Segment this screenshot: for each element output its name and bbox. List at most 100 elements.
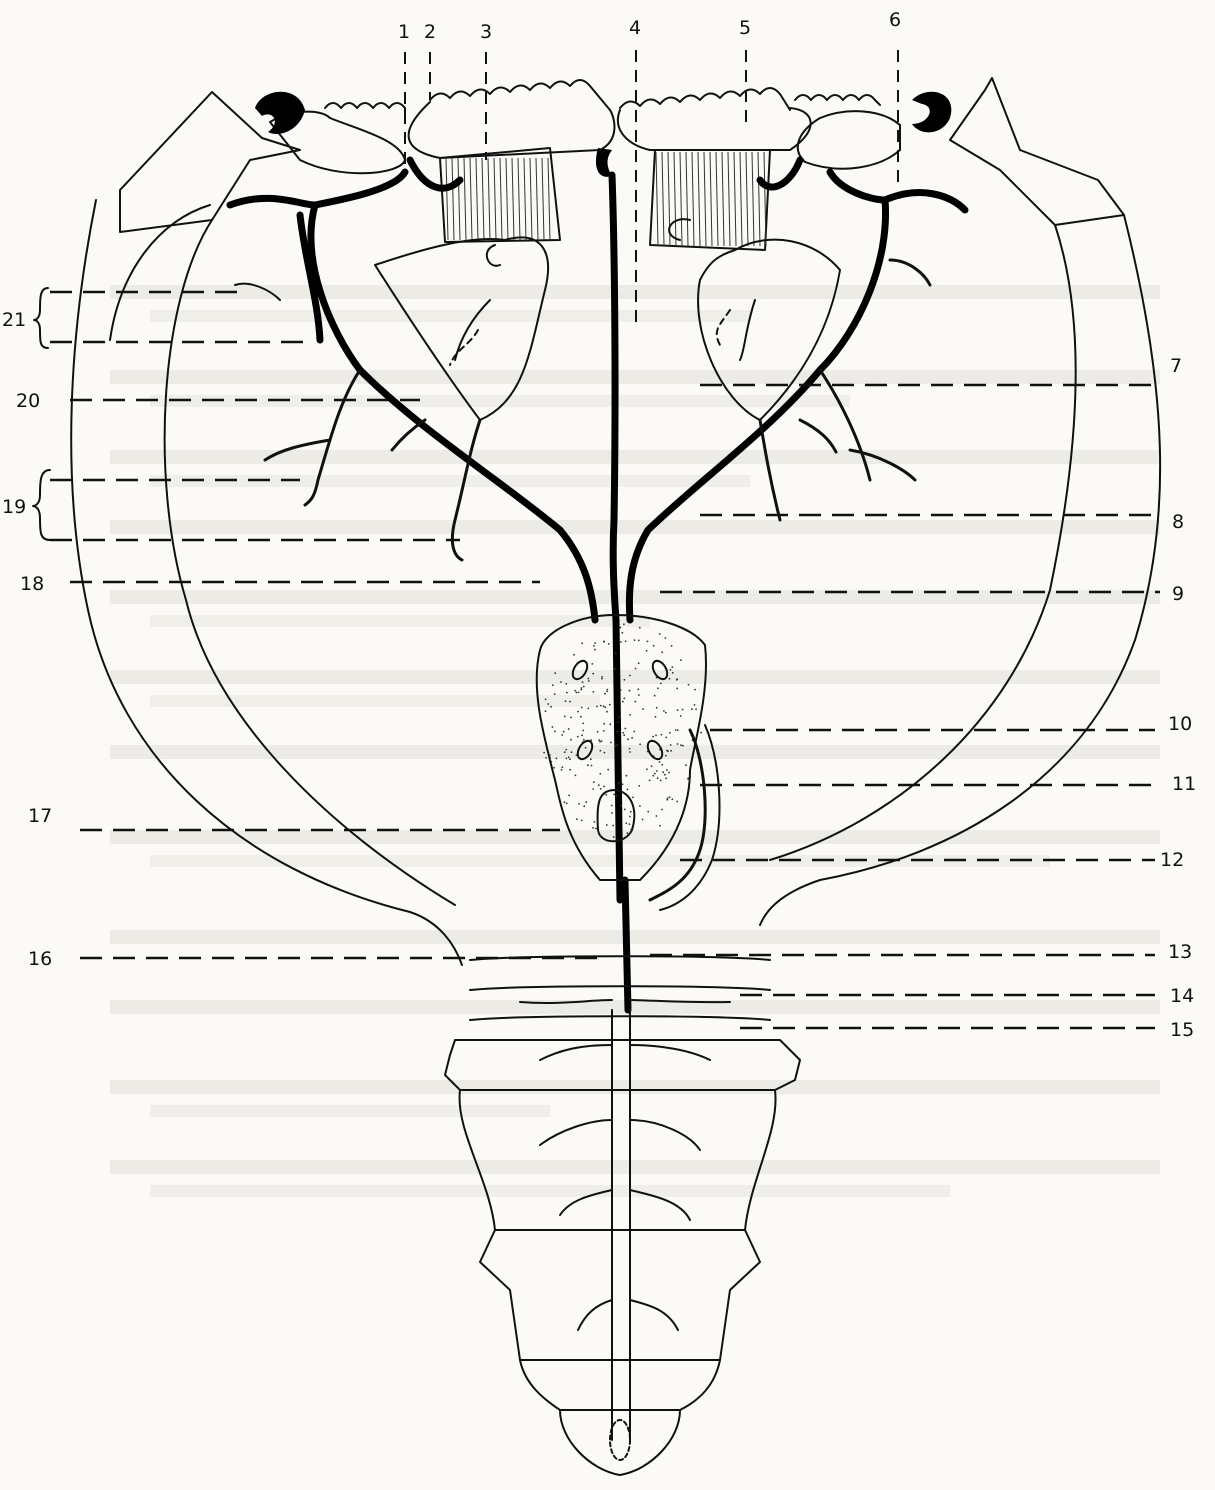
stipple-dot bbox=[599, 773, 601, 775]
hatch-line bbox=[446, 158, 448, 240]
hatch-line bbox=[734, 152, 736, 246]
stipple-dot bbox=[649, 780, 651, 782]
stipple-dot bbox=[659, 761, 661, 763]
hatch-line bbox=[488, 158, 490, 240]
stipple-dot bbox=[677, 709, 679, 711]
stipple-dot bbox=[685, 764, 687, 766]
stipple-dot bbox=[588, 678, 590, 680]
stipple-dot bbox=[620, 805, 622, 807]
stipple-dot bbox=[630, 829, 632, 831]
stipple-dot bbox=[627, 832, 629, 834]
stipple-dot bbox=[633, 731, 635, 733]
stipple-dot bbox=[695, 708, 697, 710]
brackets bbox=[33, 288, 50, 540]
stipple-dot bbox=[600, 705, 602, 707]
stipple-dot bbox=[652, 736, 654, 738]
stipple-dot bbox=[654, 773, 656, 775]
stipple-dot bbox=[689, 780, 691, 782]
stipple-dot bbox=[614, 668, 616, 670]
stipple-dot bbox=[573, 654, 575, 656]
stipple-dot bbox=[624, 809, 626, 811]
stipple-dot bbox=[627, 789, 629, 791]
stipple-dot bbox=[549, 757, 551, 759]
stipple-dot bbox=[587, 708, 589, 710]
stipple-dot bbox=[549, 754, 551, 756]
stipple-dot bbox=[620, 641, 622, 643]
stipple-dot bbox=[616, 795, 618, 797]
stipple-dot bbox=[581, 707, 583, 709]
stipple-dot bbox=[654, 695, 656, 697]
stipple-dot bbox=[578, 803, 580, 805]
stipple-dot bbox=[576, 818, 578, 820]
top-pointer-lines bbox=[405, 50, 898, 322]
stipple-dot bbox=[634, 701, 636, 703]
stipple-dot bbox=[585, 801, 587, 803]
label-9: 9 bbox=[1172, 583, 1184, 605]
stipple-dot bbox=[676, 678, 678, 680]
stipple-dot bbox=[601, 678, 603, 680]
stipple-dot bbox=[630, 811, 632, 813]
stipple-dot bbox=[638, 694, 640, 696]
stipple-dot bbox=[591, 663, 593, 665]
label-19: 19 bbox=[2, 496, 26, 518]
hatch-line bbox=[752, 152, 754, 246]
stipple-dot bbox=[581, 687, 583, 689]
stipple-dot bbox=[629, 714, 631, 716]
stipple-dot bbox=[656, 707, 658, 709]
stipple-dot bbox=[627, 738, 629, 740]
hatch-line bbox=[710, 152, 712, 246]
label-20: 20 bbox=[16, 390, 40, 412]
nerve-branches bbox=[265, 260, 930, 560]
hatch-line bbox=[722, 152, 724, 246]
stipple-dot bbox=[593, 691, 595, 693]
label-3: 3 bbox=[480, 21, 492, 43]
stipple-dot bbox=[677, 743, 679, 745]
stipple-dot bbox=[642, 819, 644, 821]
stipple-dot bbox=[651, 765, 653, 767]
stipple-dot bbox=[615, 745, 617, 747]
stipple-dot bbox=[603, 730, 605, 732]
stipple-dot bbox=[622, 732, 624, 734]
stipple-dot bbox=[545, 710, 547, 712]
stipple-dot bbox=[613, 836, 615, 838]
stipple-dot bbox=[624, 728, 626, 730]
stipple-dot bbox=[639, 743, 641, 745]
stipple-dot bbox=[660, 683, 662, 685]
stipple-dot bbox=[604, 693, 606, 695]
mouthparts bbox=[255, 80, 951, 177]
label-18: 18 bbox=[20, 573, 44, 595]
stipple-dot bbox=[610, 742, 612, 744]
stipple-dot bbox=[566, 692, 568, 694]
stipple-dot bbox=[606, 711, 608, 713]
stipple-dot bbox=[659, 825, 661, 827]
stipple-dot bbox=[603, 641, 605, 643]
stipple-dot bbox=[581, 820, 583, 822]
stipple-dot bbox=[583, 686, 585, 688]
stipple-dot bbox=[553, 767, 555, 769]
stipple-dot bbox=[660, 780, 662, 782]
stipple-dot bbox=[582, 681, 584, 683]
stipple-dot bbox=[688, 777, 690, 779]
stipple-dot bbox=[671, 798, 673, 800]
stipple-dot bbox=[611, 805, 613, 807]
stipple-dot bbox=[670, 750, 672, 752]
stipple-dot bbox=[680, 715, 682, 717]
stipple-dot bbox=[638, 640, 640, 642]
stipple-dot bbox=[565, 700, 567, 702]
stipple-dot bbox=[575, 775, 577, 777]
stipple-dot bbox=[585, 747, 587, 749]
stipple-dot bbox=[667, 797, 669, 799]
stipple-dot bbox=[561, 766, 563, 768]
stipple-dot bbox=[599, 741, 601, 743]
stipple-dot bbox=[583, 805, 585, 807]
stipple-dot bbox=[677, 729, 679, 731]
stipple-dot bbox=[552, 726, 554, 728]
hatch-line bbox=[656, 152, 658, 246]
stipple-dot bbox=[608, 643, 610, 645]
stipple-dot bbox=[606, 824, 608, 826]
stipple-dot bbox=[594, 642, 596, 644]
hatch-line bbox=[476, 158, 478, 240]
hatch-line bbox=[746, 152, 748, 246]
stipple-dot bbox=[554, 672, 556, 674]
